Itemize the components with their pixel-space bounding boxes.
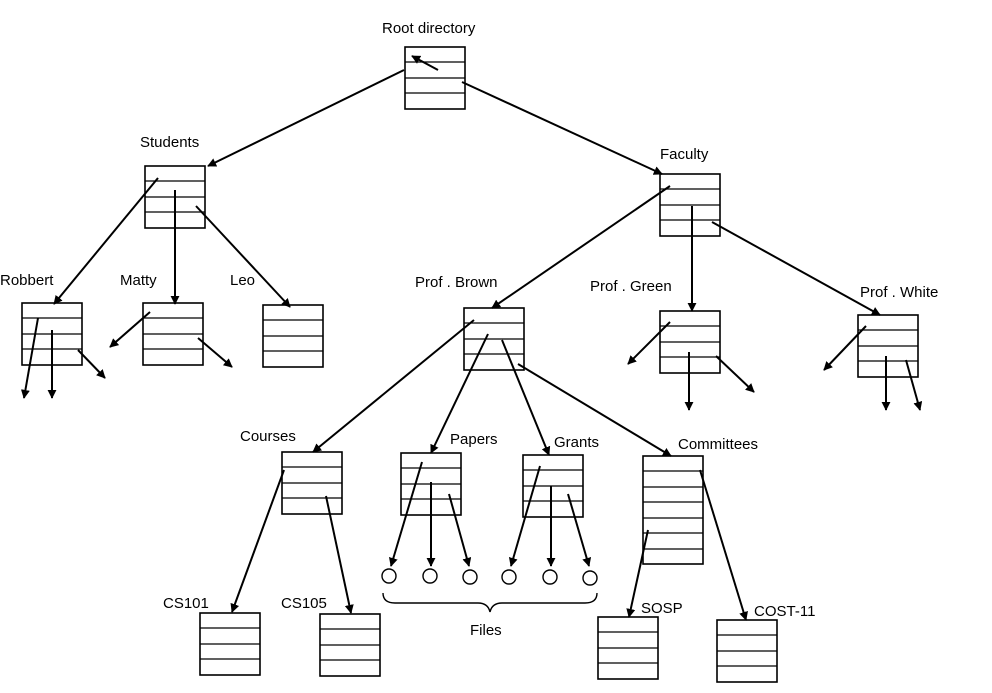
file-node: [381, 568, 397, 584]
edge-prof-green-out-1: [627, 321, 671, 365]
edge-prof-brown-to-committees: [517, 363, 672, 457]
cs105-label: CS105: [281, 595, 327, 612]
courses-label: Courses: [240, 428, 296, 445]
edge-prof-white-out-1: [823, 325, 867, 371]
edge-faculty-to-prof-brown: [491, 185, 671, 309]
edge-root-self: [411, 55, 439, 71]
root-directory-label: Root directory: [382, 20, 476, 37]
cs101-label: CS101: [163, 595, 209, 612]
edge-root-to-students: [207, 69, 405, 167]
prof-brown-label: Prof . Brown: [415, 274, 498, 291]
file-node: [501, 569, 517, 585]
edge-courses-to-cs105: [325, 495, 354, 614]
committees-box: [642, 455, 704, 565]
sosp-box: [597, 616, 659, 680]
students-label: Students: [140, 134, 199, 151]
cost-11-box: [716, 619, 778, 683]
edge-papers-to-file-3: [448, 493, 472, 567]
file-nodes: [381, 568, 598, 586]
prof-brown-box: [463, 307, 525, 371]
prof-green-label: Prof . Green: [590, 278, 672, 295]
files-brace: [382, 592, 598, 613]
edge-prof-white-out-3: [905, 359, 923, 411]
edge-papers-to-file-1: [389, 461, 423, 567]
edge-matty-out-2: [197, 337, 233, 368]
file-node: [582, 570, 598, 586]
file-node: [422, 568, 438, 584]
faculty-label: Faculty: [660, 146, 709, 163]
cs105-box: [319, 613, 381, 677]
edge-students-to-robbert: [53, 177, 159, 305]
edge-robbert-out-1: [20, 317, 39, 399]
sosp-label: SOSP: [641, 600, 683, 617]
faculty-box: [659, 173, 721, 237]
cost-11-label: COST-11: [754, 603, 815, 620]
edge-grants-to-file-3: [567, 493, 592, 567]
leo-label: Leo: [230, 272, 255, 289]
edge-courses-to-cs101: [230, 469, 285, 613]
cs101-box: [199, 612, 261, 676]
edge-prof-brown-to-papers: [430, 333, 489, 454]
prof-white-label: Prof . White: [860, 284, 938, 301]
edge-committees-to-cost-11: [699, 469, 748, 621]
edge-prof-green-out-3: [715, 355, 755, 393]
edge-prof-brown-to-grants: [501, 339, 551, 456]
edge-committees-to-sosp: [626, 529, 649, 618]
edge-students-to-leo: [195, 205, 291, 308]
courses-box: [281, 451, 343, 515]
edge-matty-out-1: [109, 311, 151, 348]
edge-grants-to-file-1: [508, 465, 541, 567]
grants-box: [522, 454, 584, 518]
edge-prof-brown-to-courses: [312, 319, 475, 453]
grants-label: Grants: [554, 434, 599, 451]
committees-label: Committees: [678, 436, 758, 453]
matty-label: Matty: [120, 272, 157, 289]
robbert-label: Robbert: [0, 272, 54, 289]
edge-robbert-out-3: [77, 349, 106, 379]
file-node: [542, 569, 558, 585]
edge-faculty-to-prof-white: [711, 221, 881, 316]
file-node: [462, 569, 478, 585]
edge-root-to-faculty: [461, 81, 663, 175]
papers-label: Papers: [450, 431, 498, 448]
leo-box: [262, 304, 324, 368]
labels: Root directory Students Faculty Robbert …: [0, 20, 938, 639]
files-label: Files: [470, 622, 502, 639]
edges: [20, 55, 923, 621]
matty-box: [142, 302, 204, 366]
